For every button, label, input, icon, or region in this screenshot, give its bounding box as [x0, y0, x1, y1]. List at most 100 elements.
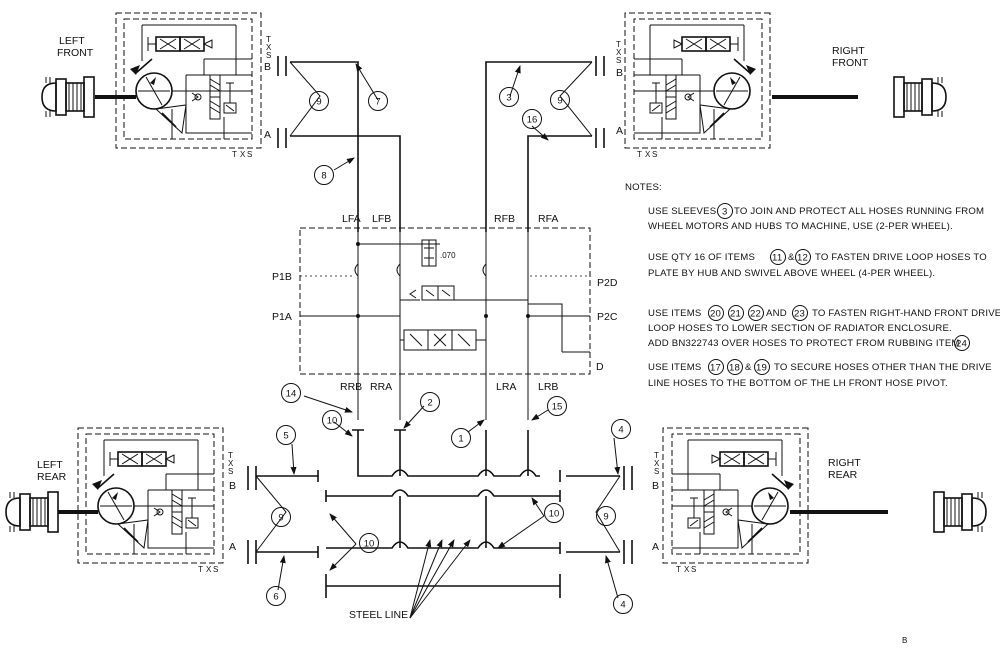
left-rear-drain-t: T	[198, 565, 203, 574]
note-4-amp: &	[745, 362, 752, 373]
left-rear-label-1: LEFT	[37, 459, 63, 471]
note-3-text-c: LOOP HOSES TO LOWER SECTION OF RADIATOR …	[648, 323, 952, 334]
note-2-text-a: USE QTY 16 OF ITEMS	[648, 252, 755, 263]
note-2-ref-a: 11	[772, 253, 782, 264]
note-3-text-a: USE ITEMS	[648, 308, 702, 319]
svg-text:9: 9	[278, 513, 283, 524]
left-rear-label-2: REAR	[37, 471, 67, 483]
left-front-port-t: T	[266, 35, 271, 44]
note-3-and: AND	[766, 308, 787, 319]
notes-block: NOTES: USE SLEEVES 3 TO JOIN AND PROTECT…	[625, 182, 1000, 389]
left-rear-port-s: S	[228, 467, 233, 476]
manifold-port-lrb: LRB	[538, 381, 558, 393]
right-rear-drain-x: X	[684, 565, 690, 574]
manifold-port-p1b: P1B	[272, 271, 292, 283]
note-3-ref-e: 24	[956, 339, 968, 350]
left-rear-drain-s: S	[213, 565, 218, 574]
callout-balloon: 6	[266, 586, 286, 606]
left-front-port-b: B	[264, 61, 271, 73]
right-rear-port-s: S	[654, 467, 659, 476]
svg-text:15: 15	[552, 402, 563, 413]
right-front-drain-s: S	[652, 150, 657, 159]
manifold-port-lfb: LFB	[372, 213, 391, 225]
orifice-value: .070	[440, 251, 456, 260]
left-front-label-2: FRONT	[57, 47, 94, 59]
note-3-ref-b: 21	[730, 309, 741, 320]
callout-balloon: 1	[451, 428, 471, 448]
callout-balloon: 10	[544, 503, 564, 523]
left-front-label-1: LEFT	[59, 35, 85, 47]
left-rear-port-b: B	[229, 480, 236, 492]
svg-text:4: 4	[620, 600, 625, 611]
callout-balloon: 2	[420, 392, 440, 412]
svg-text:5: 5	[283, 431, 288, 442]
manifold-port-lra: LRA	[496, 381, 516, 393]
note-3-ref-c: 22	[750, 309, 761, 320]
note-4-text-a: USE ITEMS	[648, 362, 702, 373]
note-1-text-a: USE SLEEVES	[648, 206, 716, 217]
right-rear-port-b: B	[652, 480, 659, 492]
right-front-port-a: A	[616, 125, 623, 137]
note-1-text-c: WHEEL MOTORS AND HUBS TO MACHINE, USE (2…	[648, 221, 953, 232]
left-rear-motor-block: LEFT REAR B A T X S T X S	[5, 427, 236, 574]
svg-text:6: 6	[273, 592, 278, 603]
left-front-port-x: X	[266, 43, 272, 52]
callouts: 9 7 3 9 16 8 14 10 2 1 15 5 4 9 10 10 9 …	[266, 87, 633, 614]
callout-balloon: 7	[368, 91, 388, 111]
note-4-text-c: LINE HOSES TO THE BOTTOM OF THE LH FRONT…	[648, 378, 948, 389]
note-4-ref-b: 18	[729, 363, 740, 374]
callout-balloon: 8	[314, 165, 334, 185]
right-front-port-t: T	[616, 40, 621, 49]
note-3-ref-a: 20	[710, 309, 721, 320]
left-rear-drain-x: X	[206, 565, 212, 574]
note-4-ref-a: 17	[710, 363, 721, 374]
left-front-port-s: S	[266, 51, 271, 60]
steel-line-label: STEEL LINE	[349, 609, 408, 621]
right-rear-port-a: A	[652, 541, 659, 553]
svg-text:3: 3	[506, 93, 511, 104]
left-front-drain-t: T	[232, 150, 237, 159]
svg-text:9: 9	[603, 512, 608, 523]
note-2-ref-b: 12	[797, 253, 808, 264]
svg-text:9: 9	[557, 96, 562, 107]
right-rear-drain-s: S	[691, 565, 696, 574]
callout-balloon: 9	[550, 90, 570, 110]
manifold-port-p2d: P2D	[597, 277, 618, 289]
right-rear-motor-block: RIGHT REAR B A T X S T X S	[652, 427, 987, 574]
callout-balloon: 9	[271, 507, 291, 527]
svg-text:10: 10	[364, 539, 375, 550]
svg-text:7: 7	[375, 97, 380, 108]
note-1-text-b: TO JOIN AND PROTECT ALL HOSES RUNNING FR…	[734, 206, 984, 217]
svg-text:4: 4	[618, 425, 623, 436]
callout-balloon: 16	[522, 109, 542, 129]
callout-balloon: 9	[596, 506, 616, 526]
callout-balloon: 15	[547, 396, 567, 416]
manifold-port-d: D	[596, 361, 604, 373]
manifold-port-rra: RRA	[370, 381, 392, 393]
manifold-port-rrb: RRB	[340, 381, 362, 393]
manifold-port-rfb: RFB	[494, 213, 515, 225]
callout-balloon: 3	[499, 87, 519, 107]
callout-balloon: 10	[359, 533, 379, 553]
note-3-text-d: ADD BN322743 OVER HOSES TO PROTECT FROM …	[648, 338, 960, 349]
manifold-port-lfa: LFA	[342, 213, 361, 225]
left-front-port-a: A	[264, 129, 271, 141]
right-rear-drain-t: T	[676, 565, 681, 574]
right-rear-port-t: T	[654, 451, 659, 460]
callout-balloon: 10	[322, 410, 342, 430]
note-1-ref: 3	[722, 207, 728, 218]
svg-text:1: 1	[458, 434, 463, 445]
right-front-port-b: B	[616, 67, 623, 79]
left-front-motor-block: LEFT FRONT B A T X S T X S	[41, 12, 272, 159]
svg-text:9: 9	[316, 97, 321, 108]
note-2-amp: &	[788, 252, 795, 263]
right-front-port-x: X	[616, 48, 622, 57]
svg-text:14: 14	[286, 389, 297, 400]
manifold: .070 LFA LFB RFB RFA RRB RRA LRA LRB P1B…	[272, 213, 618, 393]
left-front-drain-x: X	[240, 150, 246, 159]
note-3-text-b: TO FASTEN RIGHT-HAND FRONT DRIVE	[812, 308, 1000, 319]
manifold-port-rfa: RFA	[538, 213, 558, 225]
note-4-ref-c: 19	[756, 363, 767, 374]
svg-text:2: 2	[427, 398, 432, 409]
